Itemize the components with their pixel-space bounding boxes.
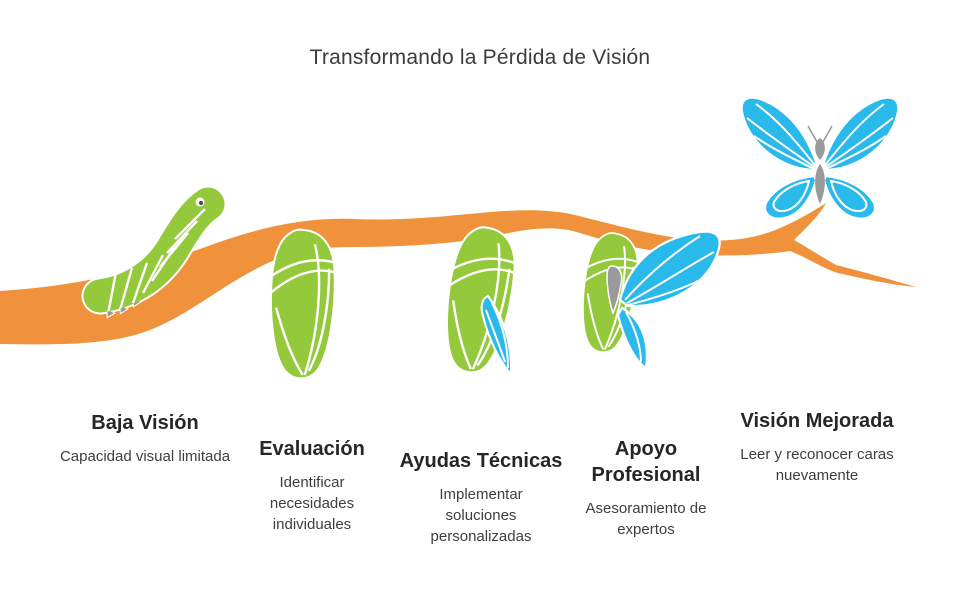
stage-title: Baja Visión (91, 412, 199, 434)
stage-description: Leer y reconocer caras nuevamente (740, 446, 894, 484)
chrysalis-emerging-wing-icon (439, 224, 521, 377)
branch-icon (0, 203, 916, 345)
chrysalis-icon (270, 230, 336, 379)
stage-evaluacion: Evaluación Identificar necesidades indiv… (224, 436, 400, 535)
stage-ayudas-tecnicas: Ayudas Técnicas Implementar soluciones p… (393, 448, 569, 547)
stage-baja-vision: Baja Visión Capacidad visual limitada (57, 410, 233, 467)
butterfly-head-thorax (815, 138, 825, 160)
butterfly-abdomen (815, 164, 825, 204)
stage-description: Implementar soluciones personalizadas (430, 486, 532, 545)
butterfly-body (606, 265, 623, 316)
stage-title: Ayudas Técnicas (399, 450, 563, 472)
caterpillar-icon (81, 185, 227, 319)
butterfly-icon (740, 96, 900, 220)
page-title: Transformando la Pérdida de Visión (309, 46, 651, 69)
stage-vision-mejorada: Visión Mejorada Leer y reconocer caras n… (729, 408, 905, 486)
stage-description: Identificar necesidades individuales (269, 474, 355, 533)
stage-title: Evaluación (259, 438, 365, 460)
stage-apoyo-profesional: Apoyo Profesional Asesoramiento de exper… (558, 436, 734, 540)
stage-title: Apoyo Profesional (591, 438, 701, 486)
emerging-butterfly-icon (577, 231, 721, 370)
stage-description: Asesoramiento de expertos (585, 500, 707, 538)
stage-description: Capacidad visual limitada (59, 448, 231, 465)
stage-title: Visión Mejorada (740, 410, 894, 432)
